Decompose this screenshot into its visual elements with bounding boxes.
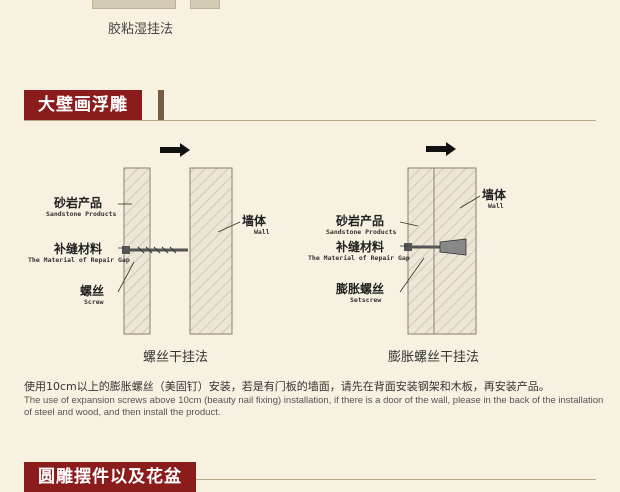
left-sandstone-label-en: Sandstone Products: [46, 210, 117, 218]
section-title-banner: 大壁画浮雕: [24, 90, 142, 120]
left-repair-label: 补缝材料: [54, 242, 103, 256]
section-rule: [24, 120, 596, 121]
left-sandstone-label: 砂岩产品: [54, 196, 103, 210]
top-image-left: [92, 0, 176, 9]
section2-title-banner: 圆雕摆件以及花盆: [24, 462, 196, 492]
right-sandstone-panel: [407, 167, 435, 335]
top-caption: 胶粘湿挂法: [108, 22, 174, 37]
left-repair-label-en: The Material of Repair Gap: [28, 256, 130, 264]
right-wall-label: 墙体: [482, 188, 507, 202]
right-sandstone-label: 砂岩产品: [336, 214, 385, 228]
left-wall-label: 墙体: [242, 214, 267, 228]
installation-diagram: [117, 142, 481, 335]
right-repair-label-en: The Material of Repair Gap: [308, 254, 410, 262]
left-wall-label-en: Wall: [254, 228, 270, 236]
top-image-right: [190, 0, 220, 9]
right-setscrew-label: 膨胀螺丝: [336, 282, 385, 296]
right-setscrew-label-en: Setscrew: [350, 296, 382, 304]
right-diagram-caption: 膨胀螺丝干挂法: [388, 350, 480, 365]
left-arrow-icon: [160, 143, 190, 157]
right-arrow-icon: [426, 142, 456, 156]
left-screw-label: 螺丝: [80, 284, 105, 298]
left-diagram-caption: 螺丝干挂法: [143, 350, 209, 365]
banner-tail: [158, 90, 164, 120]
left-screw-label-en: Screw: [84, 298, 104, 306]
left-wall-block: [189, 167, 233, 335]
installation-note-en: The use of expansion screws above 10cm (…: [24, 395, 604, 418]
right-wall-label-en: Wall: [488, 202, 504, 210]
right-sandstone-label-en: Sandstone Products: [326, 228, 397, 236]
right-repair-label: 补缝材料: [336, 240, 385, 254]
installation-note-cn: 使用10cm以上的膨胀螺丝（美固钉）安装，若是有门板的墙面，请先在背面安装钢架和…: [24, 380, 550, 393]
